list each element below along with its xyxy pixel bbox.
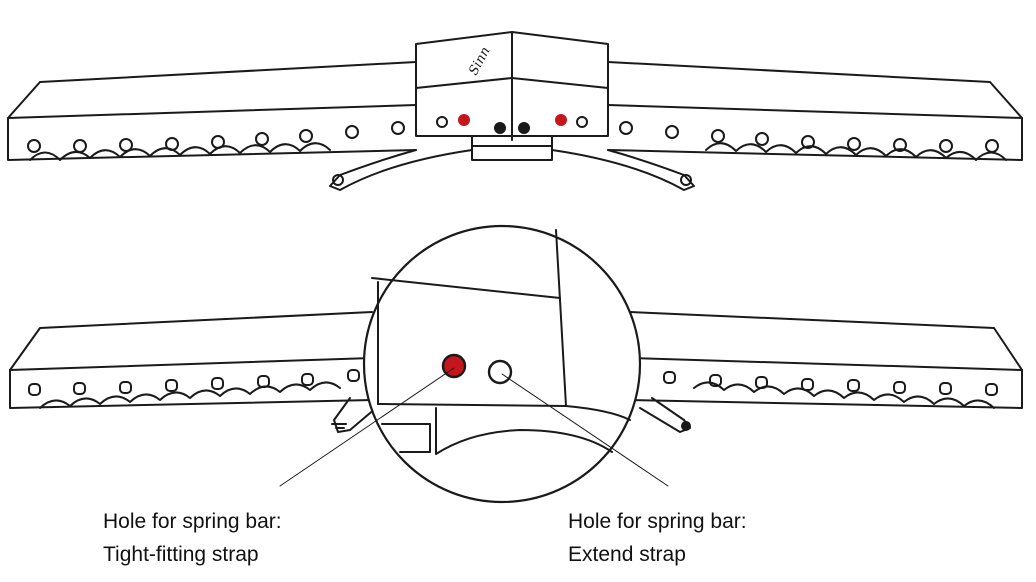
strap-holes-right-top bbox=[619, 121, 999, 153]
spring-bar-hole-open-right bbox=[576, 116, 588, 128]
spring-bar-hole-red-left bbox=[458, 114, 470, 126]
pusher-dot-left bbox=[494, 122, 506, 134]
side-view bbox=[9, 311, 1023, 433]
strap-right-side-scallop bbox=[693, 381, 995, 409]
strap-holes-right-side bbox=[663, 371, 998, 396]
strap-holes-left-top bbox=[27, 121, 405, 153]
leader-line-left bbox=[279, 367, 455, 487]
lug-left-side-hatch bbox=[331, 423, 347, 429]
strap-left-top-scallop bbox=[29, 142, 331, 161]
leader-line-right bbox=[501, 373, 669, 487]
magnified-hole-open bbox=[487, 359, 513, 385]
magnified-lug-curve bbox=[435, 407, 613, 455]
magnified-recess bbox=[381, 423, 431, 453]
caption-tight-fitting: Hole for spring bar: Tight-fitting strap bbox=[103, 505, 282, 571]
caption-left-line1: Hole for spring bar: bbox=[103, 510, 282, 533]
strap-right-side-edge bbox=[629, 357, 1023, 371]
magnified-case-bottom bbox=[377, 403, 631, 421]
magnified-case-crease bbox=[555, 229, 567, 407]
lug-left bbox=[329, 149, 473, 191]
pusher-dot-right bbox=[518, 122, 530, 134]
magnifier bbox=[362, 224, 642, 504]
caption-right-line2: Extend strap bbox=[568, 543, 686, 566]
brand-logo: Sinn bbox=[466, 45, 493, 78]
lug-left-side bbox=[333, 397, 377, 433]
magnified-case-edge-top bbox=[371, 277, 561, 299]
strap-right-top-scallop bbox=[705, 142, 1007, 161]
caption-right-line1: Hole for spring bar: bbox=[568, 510, 747, 533]
strap-left-side-edge bbox=[9, 357, 373, 371]
lug-right bbox=[551, 149, 695, 191]
caption-left-line2: Tight-fitting strap bbox=[103, 543, 259, 566]
caption-extend: Hole for spring bar: Extend strap bbox=[568, 505, 747, 571]
case-middle bbox=[415, 87, 609, 137]
case-bottom-recess bbox=[471, 135, 553, 161]
strap-right-top-edge bbox=[607, 104, 1023, 119]
strap-left-side-scallop bbox=[39, 381, 341, 409]
spring-bar-hole-red-right bbox=[555, 114, 567, 126]
top-view bbox=[7, 31, 1023, 191]
spring-bar-hole-open-left bbox=[436, 116, 448, 128]
strap-holes-left-side bbox=[28, 369, 360, 396]
strap-left-top-edge bbox=[7, 104, 417, 119]
